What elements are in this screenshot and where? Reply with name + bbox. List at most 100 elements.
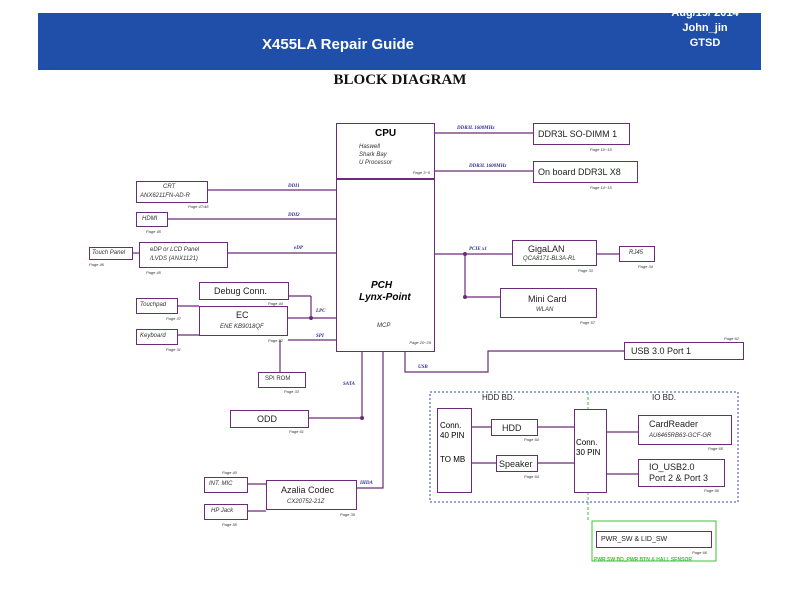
usb30-label: USB 3.0 Port 1 (631, 346, 692, 356)
hp-jack-label: HP Jack (211, 508, 234, 514)
speaker-block: Speaker (496, 455, 538, 472)
hdmi-page: Page 45 (146, 229, 161, 234)
edp-block: eDP or LCD Panel /LVDS (ANX1121) (139, 242, 228, 268)
cpu-desc-1: Haswell (359, 144, 381, 150)
cpu-page: Page 3~5 (412, 170, 430, 175)
speaker-page: Page 64 (524, 474, 539, 479)
cardreader-page: Page 65 (708, 446, 723, 451)
sata-bus: SATA (343, 382, 355, 387)
junction-lpc (309, 316, 313, 320)
ddr-sodimm-bus: DDR3L 1600MHz (457, 126, 495, 131)
touchpad-page: Page 37 (166, 316, 181, 321)
int-mic-label: INT. MIC (209, 481, 233, 487)
spi-rom-page: Page 33 (284, 389, 299, 394)
gigalan-sub: QCA8171-BL3A-RL (523, 256, 576, 262)
mini-card-page: Page 57 (580, 320, 595, 325)
crt-sub: ANX6211FN-AD-R (140, 193, 190, 199)
rj45-page: Page 34 (638, 264, 653, 269)
hdd-conn-label-3: TO MB (440, 455, 466, 464)
gigalan-label: GigaLAN (528, 244, 565, 254)
hdd-block: HDD (491, 419, 538, 436)
azalia-page: Page 39 (340, 512, 355, 517)
pch-page: Page 20~29 (409, 340, 431, 345)
cpu-desc-2: Shark Bay (359, 152, 387, 158)
hdd-page: Page 64 (524, 437, 539, 442)
io-conn-label-2: 30 PIN (576, 448, 601, 457)
cpu-label: CPU (375, 128, 397, 139)
hdmi-bus: DDI2 (288, 213, 300, 218)
junction-sata (360, 416, 364, 420)
pch-block: PCH Lynx-Point MCP Page 20~29 (336, 179, 435, 352)
mini-card-block: Mini Card WLAN (500, 288, 597, 318)
ec-label: EC (236, 310, 249, 320)
header-dept: GTSD (689, 37, 721, 49)
ddr-onboard-label: On board DDR3L X8 (538, 167, 621, 177)
hdmi-label: HDMI (142, 216, 158, 222)
hdd-label: HDD (502, 423, 522, 433)
io-usb-page: Page 66 (704, 488, 719, 493)
ddr-sodimm-block: DDR3L SO-DIMM 1 (533, 123, 630, 145)
ec-block: EC ENE KB9018QF (199, 306, 288, 336)
diagram-title: BLOCK DIAGRAM (333, 72, 467, 88)
header-banner (38, 13, 761, 70)
header-date: Aug/19/ 2014 (671, 7, 739, 19)
spi-rom-label: SPI ROM (265, 376, 291, 382)
junction-pcie (463, 252, 467, 256)
odd-label: ODD (257, 414, 277, 424)
hdd-io-board-outline (429, 391, 739, 503)
hdmi-block: HDMI (136, 212, 168, 227)
hdd-conn-label-2: 40 PIN (440, 431, 465, 440)
usb30-bus: USB (418, 365, 428, 370)
edp-bus: eDP (294, 246, 303, 251)
crt-page: Page 47/48 (188, 204, 209, 209)
hp-jack-block: HP Jack (204, 504, 248, 520)
debug-conn-block: Debug Conn. (199, 282, 289, 300)
debug-conn-page: Page 44 (268, 301, 283, 306)
ec-sub: ENE KB9018QF (220, 324, 264, 330)
header-author: John_jin (682, 22, 728, 34)
touchpad-label: Touchpad (140, 302, 167, 308)
pch-label-1: PCH (371, 280, 393, 291)
pwr-sw-block: PWR_SW & LID_SW (596, 531, 712, 548)
crt-label: CRT (163, 184, 176, 190)
mini-card-label: Mini Card (528, 294, 567, 304)
wire-usb (404, 350, 624, 373)
int-mic-page: Page 40 (222, 470, 237, 475)
io-usb-label-2: Port 2 & Port 3 (649, 473, 709, 483)
touchpad-block: Touchpad (136, 298, 178, 314)
int-mic-block: INT. MIC (204, 477, 248, 493)
io-bd-title: IO BD. (652, 393, 677, 402)
hdd-bd-title: HDD BD. (482, 393, 515, 402)
pch-sub: MCP (377, 323, 391, 329)
header-meta: Aug/19/ 2014 John_jin GTSD (650, 6, 760, 51)
cpu-desc-3: U Processor (359, 160, 393, 166)
junction-minicard (463, 295, 467, 299)
ddr-sodimm-page: Page 10~15 (590, 147, 612, 152)
ihda-bus: IHDA (360, 481, 373, 486)
azalia-label: Azalia Codec (281, 485, 335, 495)
speaker-label: Speaker (499, 459, 533, 469)
usb30-block: USB 3.0 Port 1 (624, 342, 744, 360)
gigalan-page: Page 33 (578, 268, 593, 273)
azalia-sub: CX20752-21Z (287, 499, 325, 505)
edp-label-2: /LVDS (ANX1121) (150, 256, 198, 262)
crt-block: CRT ANX6211FN-AD-R (136, 181, 208, 203)
keyboard-label: Keyboard (140, 333, 166, 339)
keyboard-block: Keyboard (136, 329, 178, 345)
rj45-label: RJ45 (629, 250, 644, 256)
gigalan-bus: PCIE x1 (469, 247, 487, 252)
usb30-page: Page 62 (724, 336, 739, 341)
touch-panel-block: Touch Panel (89, 247, 133, 260)
wire-ihda (357, 352, 384, 489)
spi-bus: SPI (316, 334, 324, 339)
lpc-bus: LPC (316, 309, 326, 314)
page-title: X455LA Repair Guide (262, 36, 414, 53)
ddr-onboard-block: On board DDR3L X8 (533, 161, 638, 183)
odd-page: Page 61 (289, 429, 304, 434)
edp-page: Page 45 (146, 270, 161, 275)
pch-label-2: Lynx-Point (359, 292, 411, 303)
odd-block: ODD (230, 410, 309, 428)
io-usb-label-1: IO_USB2.0 (649, 462, 695, 472)
crt-bus: DDI1 (288, 184, 300, 189)
